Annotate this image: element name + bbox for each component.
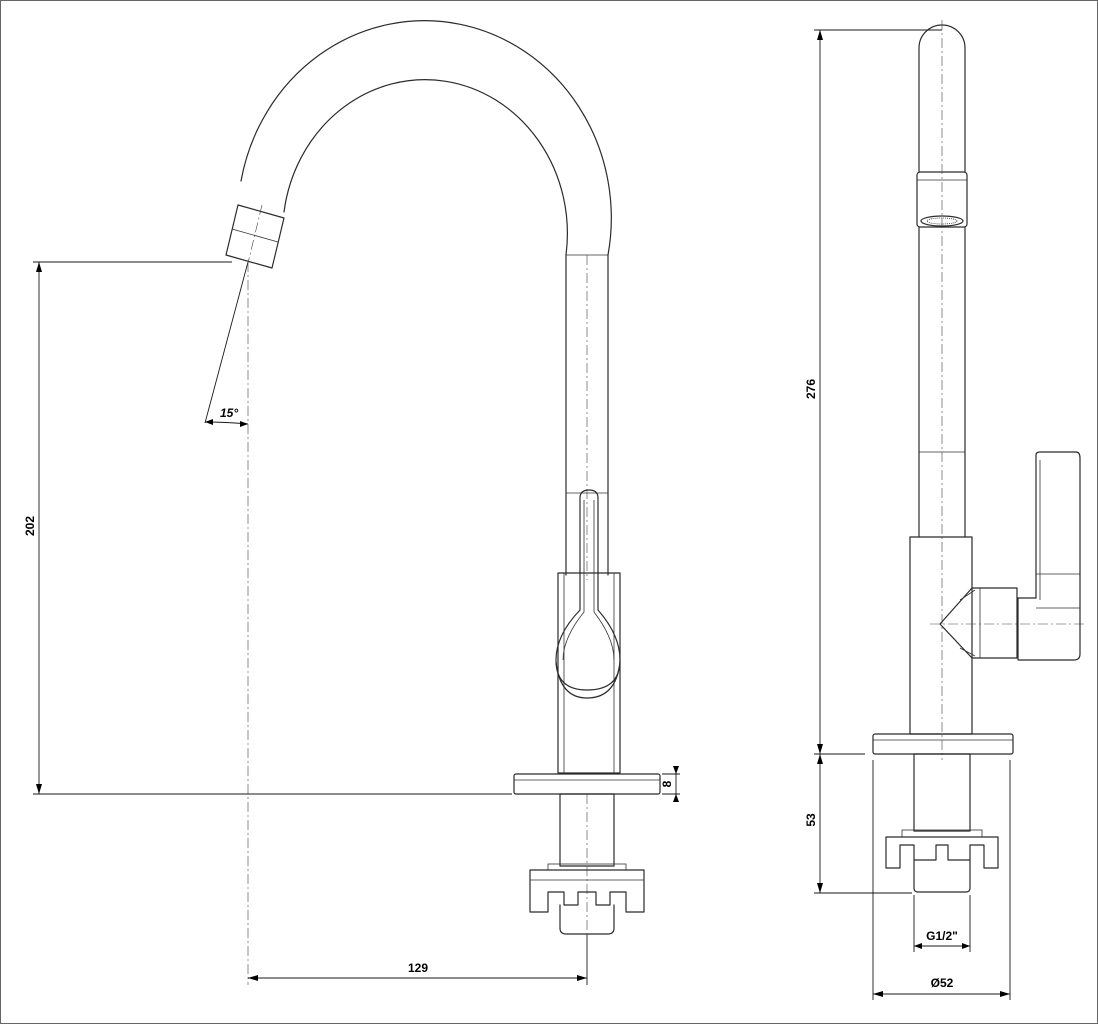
- arrow-dia-right: [1000, 991, 1010, 997]
- side-lever: [1017, 451, 1081, 661]
- aerator-ring: [231, 228, 279, 243]
- cone-line-top: [959, 589, 976, 601]
- mount-depth-dimension: 53: [804, 754, 912, 894]
- lever-handle-inner: [562, 500, 615, 661]
- arrow-276-top: [817, 30, 823, 40]
- arrow-8-bottom: [673, 794, 679, 802]
- total-height-dimension: 276: [804, 29, 942, 755]
- lock-nut: [529, 869, 645, 913]
- total-height-label: 276: [804, 379, 818, 399]
- mount-depth-label: 53: [804, 813, 818, 827]
- side-lock-nut: [885, 836, 999, 869]
- arrow-8-top: [673, 766, 679, 774]
- angle-dimension: 15°: [204, 406, 249, 427]
- aerator-centerline: [247, 204, 263, 264]
- water-jet-line: [204, 261, 249, 424]
- arrow-thread-left: [914, 943, 922, 949]
- side-inlet-tail: [913, 859, 971, 893]
- spout-height-dimension: 202: [23, 261, 512, 795]
- arrow-thread-right: [962, 943, 970, 949]
- arrow-202-bottom: [36, 784, 42, 794]
- base-thickness-label: 8: [660, 780, 674, 787]
- front-view: [204, 20, 661, 985]
- spout-height-label: 202: [23, 516, 37, 536]
- inlet-tail: [559, 904, 615, 935]
- spout-reach-label: 129: [408, 961, 428, 975]
- lever-base-cup: [555, 661, 621, 699]
- side-nut-ring: [901, 829, 983, 838]
- cartridge-cone: [939, 587, 1018, 659]
- arrow-202-top: [36, 262, 42, 272]
- nut-thread-ring: [547, 863, 627, 871]
- arrow-53-bottom: [817, 883, 823, 893]
- arrow-53-top: [817, 754, 823, 764]
- arrow-129-left: [248, 975, 258, 981]
- angle-arrow-right: [240, 421, 248, 427]
- arrow-dia-left: [873, 991, 883, 997]
- side-shank: [913, 753, 971, 832]
- cone-line-bottom: [959, 647, 976, 657]
- arrow-129-right: [577, 975, 587, 981]
- base-diameter-label: Ø52: [931, 976, 954, 990]
- thread-size-dimension: G1/2": [913, 895, 971, 952]
- side-view: [872, 20, 1085, 893]
- arrow-276-bottom: [817, 744, 823, 754]
- base-diameter-dimension: Ø52: [872, 760, 1011, 1000]
- thread-size-label: G1/2": [926, 929, 958, 943]
- spout-outer-curve: [240, 20, 612, 256]
- angle-label: 15°: [220, 406, 238, 420]
- angle-arrow-left: [205, 419, 213, 425]
- spout-inner-curve: [283, 79, 568, 256]
- aerator-nozzle: [225, 204, 285, 269]
- lever-handle: [555, 489, 621, 691]
- base-thickness-dimension: 8: [660, 766, 680, 802]
- spout-reach-dimension: 129: [248, 935, 588, 985]
